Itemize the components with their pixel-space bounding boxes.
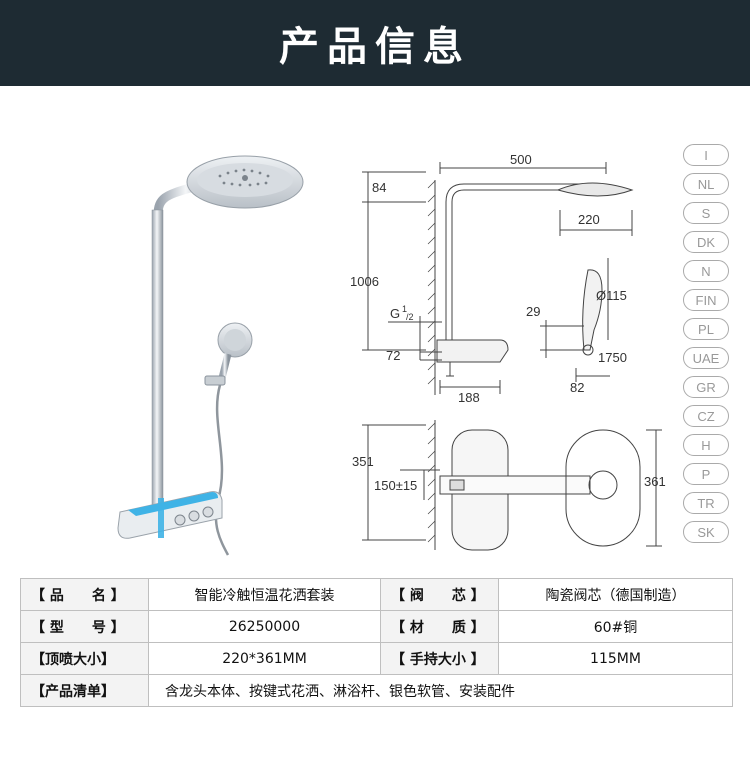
dim-361: 361 bbox=[644, 474, 666, 489]
technical-drawing: 500 84 220 1006 G 1 /2 Ø115 29 72 1750 1… bbox=[350, 152, 666, 551]
hand-shower-handle bbox=[218, 353, 232, 379]
dim-115: Ø115 bbox=[596, 288, 627, 303]
dim-351: 351 bbox=[352, 454, 374, 469]
hand-shower-holder bbox=[204, 375, 226, 386]
table-row: 【产品清单】 含龙头本体、按键式花洒、淋浴杆、银色软管、安装配件 bbox=[20, 674, 733, 707]
country-badge: SK bbox=[683, 521, 729, 543]
spec-label: 【产品清单】 bbox=[20, 674, 149, 707]
spec-label: 【 型 号 】 bbox=[20, 610, 149, 643]
dim-220: 220 bbox=[578, 212, 600, 227]
dim-82: 82 bbox=[570, 380, 584, 395]
spec-label: 【 材 质 】 bbox=[380, 610, 499, 643]
spec-label: 【顶喷大小】 bbox=[20, 642, 149, 675]
dim-500: 500 bbox=[510, 152, 532, 167]
table-row: 【顶喷大小】 220*361MM 【 手持大小 】 115MM bbox=[20, 642, 733, 675]
dim-g-sub: /2 bbox=[406, 312, 414, 322]
country-badge: I bbox=[683, 144, 729, 166]
country-badge: P bbox=[683, 463, 729, 485]
country-badge: PL bbox=[683, 318, 729, 340]
country-badge: UAE bbox=[683, 347, 729, 369]
page-title: 产品信息 bbox=[279, 24, 471, 70]
country-badge: N bbox=[683, 260, 729, 282]
table-row: 【 品 名 】 智能冷触恒温花洒套装 【 阀 芯 】 陶瓷阀芯（德国制造） bbox=[20, 578, 733, 611]
spec-value: 220*361MM bbox=[148, 642, 381, 675]
country-badge: NL bbox=[683, 173, 729, 195]
spec-value: 115MM bbox=[498, 642, 733, 675]
country-badge: FIN bbox=[683, 289, 729, 311]
spec-value: 26250000 bbox=[148, 610, 381, 643]
spec-value: 陶瓷阀芯（德国制造） bbox=[498, 578, 733, 611]
country-badge: GR bbox=[683, 376, 729, 398]
country-badge: TR bbox=[683, 492, 729, 514]
table-row: 【 型 号 】 26250000 【 材 质 】 60#铜 bbox=[20, 610, 733, 643]
product-photo bbox=[117, 155, 304, 556]
country-badge: S bbox=[683, 202, 729, 224]
spec-value: 60#铜 bbox=[498, 610, 733, 643]
spec-label: 【 阀 芯 】 bbox=[380, 578, 499, 611]
spec-value: 智能冷触恒温花洒套装 bbox=[148, 578, 381, 611]
dim-150: 150±15 bbox=[374, 478, 417, 493]
spec-table: 【 品 名 】 智能冷触恒温花洒套装 【 阀 芯 】 陶瓷阀芯（德国制造） 【 … bbox=[20, 578, 733, 707]
dim-72: 72 bbox=[386, 348, 400, 363]
dim-g-main: G bbox=[390, 306, 400, 321]
title-banner: 产品信息 bbox=[0, 0, 750, 86]
spec-label: 【 品 名 】 bbox=[20, 578, 149, 611]
dim-29: 29 bbox=[526, 304, 540, 319]
spec-value: 含龙头本体、按键式花洒、淋浴杆、银色软管、安装配件 bbox=[148, 674, 733, 707]
thermostat-body bbox=[117, 491, 223, 539]
country-badge: DK bbox=[683, 231, 729, 253]
spec-label: 【 手持大小 】 bbox=[380, 642, 499, 675]
country-badge: H bbox=[683, 434, 729, 456]
country-badge: CZ bbox=[683, 405, 729, 427]
riser-pipe bbox=[151, 209, 164, 511]
shower-hose bbox=[214, 384, 230, 556]
dim-g-sup: 1 bbox=[402, 304, 407, 314]
dim-188: 188 bbox=[458, 390, 480, 405]
dim-1006: 1006 bbox=[350, 274, 379, 289]
blue-shelf bbox=[128, 492, 218, 516]
dim-84: 84 bbox=[372, 180, 386, 195]
country-badges: I NL S DK N FIN PL UAE GR CZ H P TR SK bbox=[675, 140, 745, 560]
dim-1750: 1750 bbox=[598, 350, 627, 365]
